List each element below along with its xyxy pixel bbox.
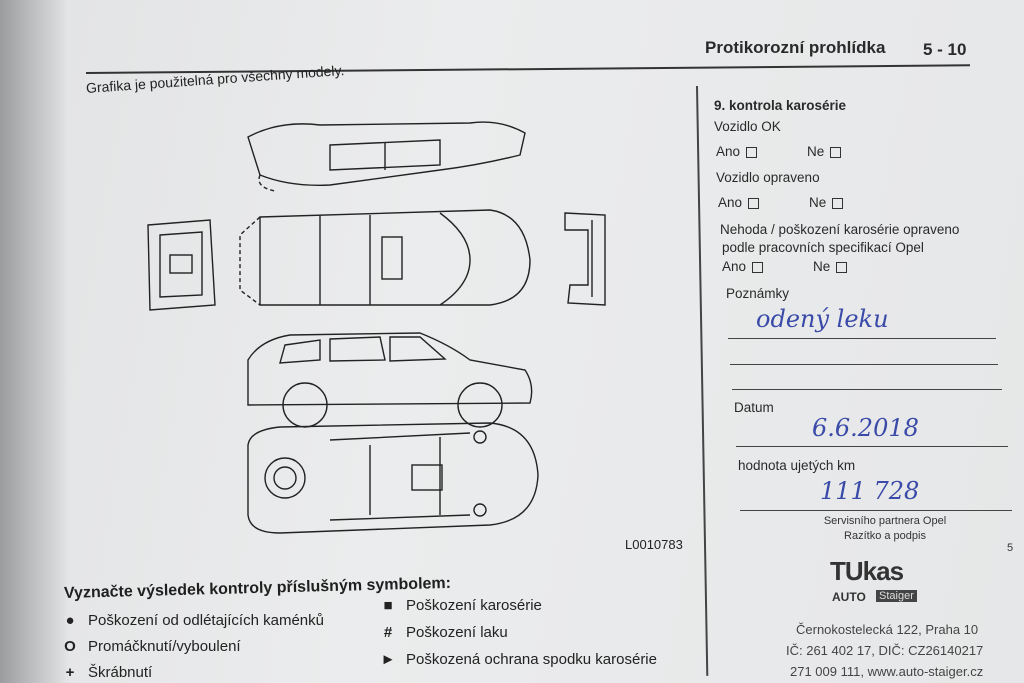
legend-symbol: ■	[383, 597, 393, 614]
form-heading: 9. kontrola karosérie	[714, 98, 847, 113]
legend-item: ● Poškození od odlétajících kaménků	[62, 612, 324, 629]
book-gutter	[0, 0, 70, 683]
section-title: Protikorozní prohlídka	[705, 38, 886, 57]
date-handwriting: 6.6.2018	[812, 414, 919, 442]
question-vehicle-ok: Vozidlo OK	[714, 119, 781, 134]
car-front-view	[147, 219, 216, 311]
stamp-ids: IČ: 261 402 17, DIČ: CZ26140217	[786, 643, 984, 658]
legend-symbol: ►	[380, 651, 396, 668]
legend-symbol: O	[64, 638, 76, 655]
notes-line	[730, 364, 998, 365]
km-handwriting: 111 728	[820, 477, 920, 505]
stamp-signature-label: Razítko a podpis	[844, 530, 926, 542]
legend-item: ■ Poškození karosérie	[380, 597, 542, 614]
car-roof-view	[247, 121, 526, 192]
date-label: Datum	[734, 400, 774, 415]
stamp-logo-sub: AUTO	[832, 590, 866, 604]
yes-checkbox[interactable]	[746, 146, 758, 158]
date-line	[736, 446, 1008, 447]
figure-code: L0010783	[625, 537, 683, 552]
legend-symbol: ●	[65, 612, 75, 629]
legend-symbol: #	[383, 624, 393, 641]
column-divider	[696, 85, 708, 676]
car-plan-view	[239, 209, 531, 306]
yes-label: Ano	[718, 195, 743, 210]
answer-row: Ano Ne	[718, 195, 844, 210]
km-line	[740, 510, 1012, 511]
question-vehicle-repaired: Vozidlo opraveno	[716, 170, 820, 185]
notes-line	[732, 389, 1002, 390]
no-label: Ne	[809, 195, 827, 210]
yes-label: Ano	[716, 144, 741, 159]
legend-symbol: +	[65, 664, 75, 681]
answer-row: Ano Ne	[716, 144, 842, 159]
dealer-stamp: TUkas AUTO Staiger	[826, 550, 936, 615]
stamp-phone: 271 009 111, www.auto-staiger.cz	[790, 664, 984, 679]
no-checkbox[interactable]	[830, 146, 842, 158]
legend-label: Poškození karosérie	[406, 597, 542, 614]
graphic-note: Grafika je použitelná pro všechny modely…	[85, 61, 345, 96]
car-rear-view	[564, 212, 606, 306]
legend-label: Poškození laku	[406, 624, 508, 641]
page-number: 5 - 10	[923, 40, 967, 59]
question-accident-line2: podle pracovních specifikací Opel	[722, 240, 924, 255]
notes-line	[728, 338, 996, 339]
car-side-view	[247, 332, 533, 428]
yes-checkbox[interactable]	[748, 197, 760, 209]
legend-item: + Škrábnutí	[62, 664, 153, 681]
notes-handwriting: odený leku	[756, 305, 889, 333]
car-body-diagram	[147, 121, 606, 534]
yes-checkbox[interactable]	[752, 261, 764, 273]
legend-item: O Promáčknutí/vyboulení	[62, 638, 241, 655]
page-mark: 5	[1006, 542, 1014, 554]
legend-label: Poškození od odlétajících kaménků	[88, 612, 324, 629]
question-accident-line1: Nehoda / poškození karosérie opraveno	[720, 222, 960, 237]
car-underbody-view	[247, 422, 539, 534]
legend-label: Škrábnutí	[88, 664, 153, 681]
stamp-logo: TUkas	[830, 556, 904, 586]
partner-label: Servisního partnera Opel	[823, 515, 947, 527]
legend-item: ► Poškozená ochrana spodku karosérie	[380, 651, 657, 668]
stamp-logo-sub2: Staiger	[876, 590, 917, 602]
legend-label: Promáčknutí/vyboulení	[88, 638, 241, 655]
stamp-address: Černokostelecká 122, Praha 10	[796, 622, 979, 637]
no-checkbox[interactable]	[832, 197, 844, 209]
notes-label: Poznámky	[726, 286, 790, 301]
no-label: Ne	[807, 144, 825, 159]
km-label: hodnota ujetých km	[738, 458, 856, 473]
legend-label: Poškozená ochrana spodku karosérie	[406, 651, 657, 668]
no-label: Ne	[813, 259, 831, 274]
answer-row: Ano Ne	[722, 259, 848, 274]
legend-item: # Poškození laku	[380, 624, 508, 641]
yes-label: Ano	[722, 259, 747, 274]
no-checkbox[interactable]	[836, 261, 848, 273]
